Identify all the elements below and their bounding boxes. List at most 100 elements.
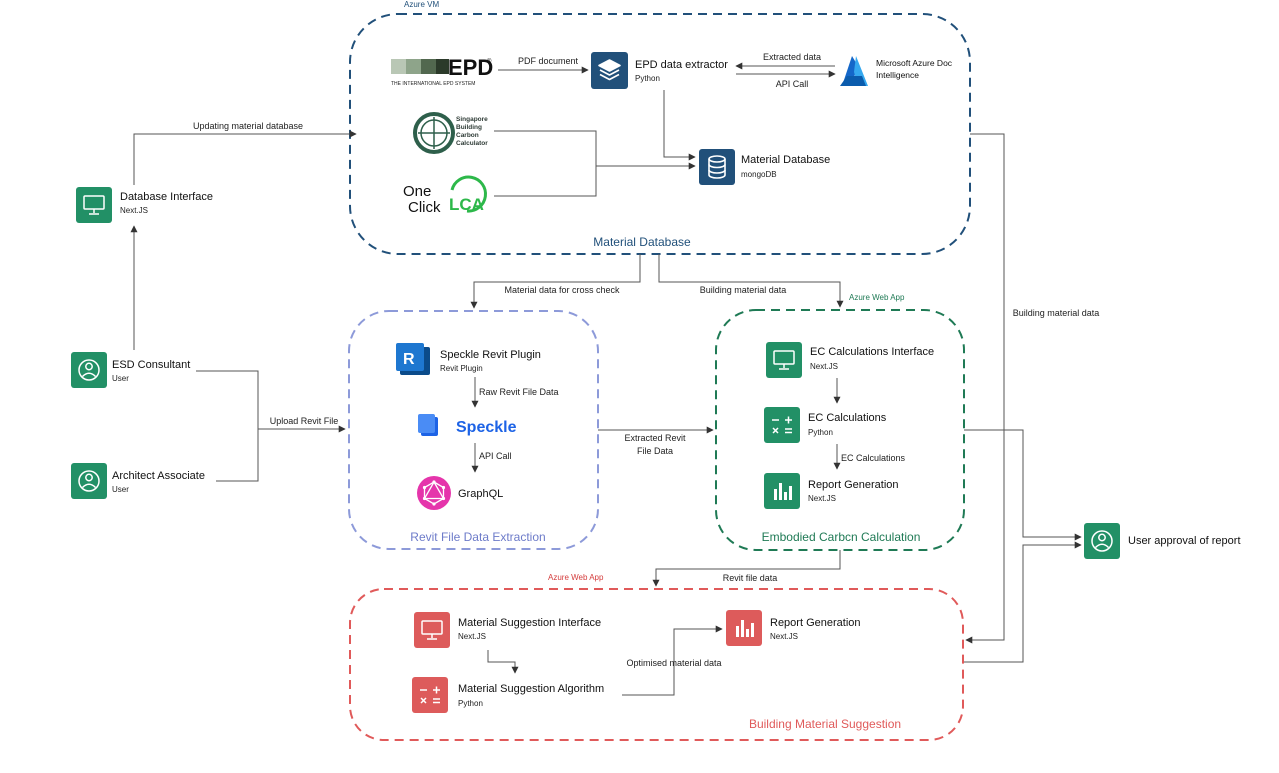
speckle-plugin-node: R Speckle Revit Plugin Revit Plugin xyxy=(396,343,541,375)
group-tag-azure-web-app-suggest: Azure Web App xyxy=(548,573,604,582)
speckle-node: Speckle xyxy=(418,414,517,436)
architect-associate-node: Architect Associate User xyxy=(71,463,205,499)
graphql-node: GraphQL xyxy=(417,476,503,510)
ec-calculations-sub: Python xyxy=(808,428,833,437)
material-db-sub: mongoDB xyxy=(741,170,777,179)
label-extracted-revit-2: File Data xyxy=(637,446,673,456)
report-generation-ec-title: Report Generation xyxy=(808,479,899,491)
edge-updating-material-db xyxy=(133,130,357,185)
label-ec-calculations: EC Calculations xyxy=(841,453,906,463)
azure-doc-node: Microsoft Azure Doc Intelligence xyxy=(840,56,953,86)
edge-oneclick-to-db xyxy=(494,166,597,197)
epd-extractor-node: EPD data extractor Python xyxy=(591,52,728,89)
calculator-icon xyxy=(412,677,448,713)
ec-calculations-node: EC Calculations Python xyxy=(764,407,887,443)
label-building-material-data-right: Building material data xyxy=(1013,308,1100,318)
group-tag-azure-vm: Azure VM xyxy=(404,0,439,9)
ec-interface-title: EC Calculations Interface xyxy=(810,346,934,358)
svg-text:®: ® xyxy=(487,58,492,65)
label-material-cross-check: Material data for cross check xyxy=(504,285,620,295)
database-interface-sub: Next.JS xyxy=(120,206,148,215)
edge-sbcc-to-db xyxy=(494,130,696,170)
azure-logo-icon xyxy=(840,56,868,86)
esd-consultant-node: ESD Consultant User xyxy=(71,352,190,388)
label-api-call-speckle: API Call xyxy=(479,451,512,461)
group-building-suggestion xyxy=(349,588,964,741)
edge-interface-to-algorithm xyxy=(487,650,519,674)
edge-upload-revit-architect xyxy=(216,429,259,482)
edge-building-material-data-right xyxy=(965,133,1005,644)
material-db-title: Material Database xyxy=(741,154,830,166)
group-title-building-suggestion: Building Material Suggestion xyxy=(749,717,901,731)
edge-optimised-material xyxy=(622,625,723,696)
report-generation-suggest-title: Report Generation xyxy=(770,617,861,629)
report-generation-ec-node: Report Generation Next.JS xyxy=(764,473,899,509)
edge-material-cross-check xyxy=(470,254,641,309)
material-db-node: Material Database mongoDB xyxy=(699,149,830,185)
speckle-plugin-title: Speckle Revit Plugin xyxy=(440,349,541,361)
report-generation-suggest-sub: Next.JS xyxy=(770,632,798,641)
suggestion-interface-node: Material Suggestion Interface Next.JS xyxy=(414,612,601,648)
group-title-material-database: Material Database xyxy=(593,235,691,249)
calculator-icon xyxy=(764,407,800,443)
ec-calculations-title: EC Calculations xyxy=(808,412,887,424)
database-interface-title: Database Interface xyxy=(120,191,213,203)
edge-suggest-to-approval xyxy=(964,541,1082,663)
label-api-call-azure: API Call xyxy=(776,79,809,89)
edge-revit-file-data xyxy=(652,550,841,587)
esd-consultant-title: ESD Consultant xyxy=(112,359,190,371)
user-approval-node: User approval of report xyxy=(1084,523,1241,559)
sbcc-logo-icon: Singapore Building Carbon Calculator xyxy=(413,112,488,154)
speckle-logo-icon xyxy=(418,414,438,436)
esd-consultant-sub: User xyxy=(112,374,129,383)
group-embodied-carbon xyxy=(715,309,965,551)
label-upload-revit: Upload Revit File xyxy=(270,416,339,426)
label-building-material-data-ec: Building material data xyxy=(700,285,787,295)
svg-text:Click: Click xyxy=(408,199,441,216)
monitor-icon xyxy=(766,342,802,378)
speckle-title: Speckle xyxy=(456,419,517,436)
svg-text:Building: Building xyxy=(456,124,482,131)
report-generation-suggest-node: Report Generation Next.JS xyxy=(726,610,861,646)
label-extracted-data: Extracted data xyxy=(763,52,821,62)
speckle-plugin-sub: Revit Plugin xyxy=(440,364,483,373)
svg-text:One: One xyxy=(403,183,431,200)
suggestion-algorithm-sub: Python xyxy=(458,699,483,708)
report-generation-ec-sub: Next.JS xyxy=(808,494,836,503)
svg-text:EPD: EPD xyxy=(448,55,493,80)
group-tag-azure-web-app-ec: Azure Web App xyxy=(849,293,905,302)
svg-text:Calculator: Calculator xyxy=(456,140,488,147)
epd-logo-icon: EPD ® THE INTERNATIONAL EPD SYSTEM xyxy=(391,55,493,87)
edge-ec-to-approval xyxy=(964,429,1082,541)
svg-text:LCA: LCA xyxy=(449,195,484,214)
edge-upload-revit-esd xyxy=(196,370,346,433)
user-approval-title: User approval of report xyxy=(1128,535,1241,547)
ec-interface-sub: Next.JS xyxy=(810,362,838,371)
label-extracted-revit-1: Extracted Revit xyxy=(624,433,686,443)
suggestion-interface-title: Material Suggestion Interface xyxy=(458,617,601,629)
suggestion-algorithm-title: Material Suggestion Algorithm xyxy=(458,683,604,695)
label-pdf-document: PDF document xyxy=(518,56,579,66)
group-title-embodied-carbon: Embodied Carbcn Calculation xyxy=(762,530,921,544)
label-revit-file-data: Revit file data xyxy=(723,573,778,583)
suggestion-algorithm-node: Material Suggestion Algorithm Python xyxy=(412,677,604,713)
database-interface-node: Database Interface Next.JS xyxy=(76,187,213,223)
graphql-title: GraphQL xyxy=(458,488,503,500)
group-title-revit-extraction: Revit File Data Extraction xyxy=(410,530,545,544)
revit-logo-icon: R xyxy=(396,343,430,375)
architect-associate-title: Architect Associate xyxy=(112,470,205,482)
label-optimised-material: Optimised material data xyxy=(626,658,721,668)
graphql-logo-icon xyxy=(417,476,451,510)
svg-text:Carbon: Carbon xyxy=(456,132,479,139)
svg-text:R: R xyxy=(403,351,415,368)
suggestion-interface-sub: Next.JS xyxy=(458,632,486,641)
oneclick-lca-logo-icon: One Click LCA xyxy=(403,175,487,216)
monitor-icon xyxy=(76,187,112,223)
edge-extractor-to-db xyxy=(663,90,696,161)
azure-doc-title2: Intelligence xyxy=(876,70,919,80)
epd-extractor-title: EPD data extractor xyxy=(635,59,728,71)
label-raw-revit-data: Raw Revit File Data xyxy=(479,387,559,397)
svg-text:Singapore: Singapore xyxy=(456,116,488,123)
svg-text:THE INTERNATIONAL EPD SYSTEM: THE INTERNATIONAL EPD SYSTEM xyxy=(391,81,475,87)
